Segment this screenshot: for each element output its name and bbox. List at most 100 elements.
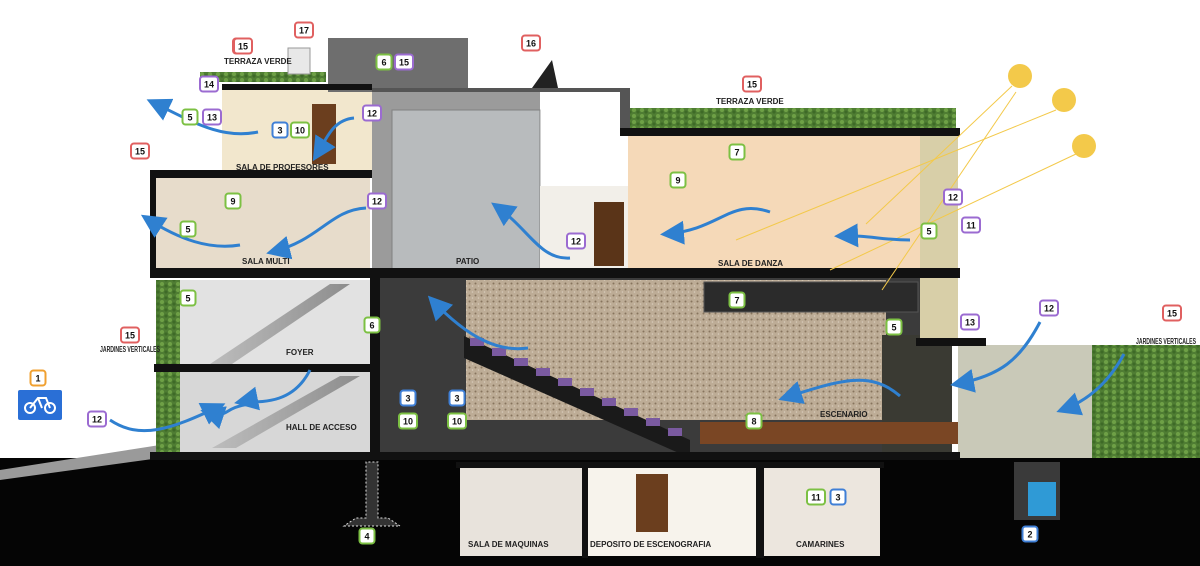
label-sala-profesores: SALA DE PROFESORES	[236, 163, 329, 172]
label-escenario: ESCENARIO	[820, 410, 868, 419]
number-tag-label: 14	[204, 80, 214, 90]
number-tag-label: 12	[92, 415, 102, 425]
number-tag: 12	[367, 192, 387, 210]
number-tag-label: 12	[948, 193, 958, 203]
number-tag: 6	[375, 53, 393, 71]
number-tag-box	[362, 104, 382, 122]
number-tag: 5	[885, 318, 903, 336]
number-tag-label: 12	[1044, 304, 1054, 314]
number-tag: 10	[398, 412, 418, 430]
number-tag: 5	[181, 108, 199, 126]
number-tag-label: 11	[966, 221, 976, 231]
airflow-arrows	[109, 98, 1126, 433]
number-tag: 3	[271, 121, 289, 139]
number-tag: 12	[566, 232, 586, 250]
number-tag-box	[728, 143, 746, 161]
number-tag: 15	[233, 37, 253, 55]
number-tag-box	[202, 108, 222, 126]
number-tag-box	[1039, 299, 1059, 317]
number-tag: 17	[294, 21, 314, 39]
label-terraza-verde-left: TERRAZA VERDE	[224, 57, 292, 66]
number-tag-box	[960, 313, 980, 331]
number-tag-box	[358, 527, 376, 545]
label-hall-acceso: HALL DE ACCESO	[286, 423, 357, 432]
foundation-pile	[342, 461, 402, 527]
number-tag-label: 12	[571, 237, 581, 247]
number-tag-label: 15	[399, 58, 409, 68]
number-tag-label: 16	[526, 39, 536, 49]
number-tag-box	[399, 389, 417, 407]
number-tag: 4	[358, 527, 376, 545]
number-tag: 12	[362, 104, 382, 122]
label-patio: PATIO	[456, 257, 479, 266]
label-jardines-right: JARDINES VERTICALES	[1136, 337, 1196, 346]
deposito-door	[636, 474, 668, 532]
number-tag-box	[742, 75, 762, 93]
sidewalk-ramp	[0, 445, 160, 480]
number-tag-box	[829, 488, 847, 506]
number-tag-box	[224, 192, 242, 210]
number-tag-box	[290, 121, 310, 139]
floor-slabs	[150, 84, 986, 558]
number-tag: 12	[943, 188, 963, 206]
number-tag: 3	[829, 488, 847, 506]
number-tag-box	[1162, 304, 1182, 322]
number-tag: 1	[29, 369, 47, 387]
number-tag-label: 6	[381, 58, 386, 68]
number-tag-label: 5	[185, 225, 190, 235]
number-tag-box	[363, 316, 381, 334]
number-tag-box	[87, 410, 107, 428]
number-tag-box	[394, 53, 414, 71]
hall-stair	[212, 376, 360, 448]
number-tag-box	[920, 222, 938, 240]
number-tag-label: 13	[207, 113, 217, 123]
number-tag-label: 5	[926, 227, 931, 237]
number-tag-label: 4	[364, 532, 369, 542]
number-tag: 15	[394, 53, 414, 71]
number-tag: 15	[130, 142, 150, 160]
number-tag: 14	[199, 75, 219, 93]
number-tag-box	[806, 488, 826, 506]
number-tag: 8	[745, 412, 763, 430]
number-tag: 7	[728, 291, 746, 309]
camarines-room	[764, 468, 880, 556]
number-tag-label: 10	[295, 126, 305, 136]
number-tag: 5	[920, 222, 938, 240]
number-tag-box	[181, 108, 199, 126]
number-tag-box	[233, 37, 253, 55]
number-tag: 16	[521, 34, 541, 52]
label-jardines-left: JARDINES VERTICALES	[100, 345, 160, 354]
number-tag: 5	[179, 289, 197, 307]
bicycle-icon	[24, 397, 56, 414]
seating-slope	[464, 336, 690, 458]
number-tag-box	[448, 389, 466, 407]
water-tank	[287, 47, 311, 75]
number-tag: 10	[447, 412, 467, 430]
number-tag-box	[199, 75, 219, 93]
number-tag-label: 6	[369, 321, 374, 331]
number-tag-box	[271, 121, 289, 139]
number-tag-box	[130, 142, 150, 160]
label-camarines: CAMARINES	[796, 540, 845, 549]
label-sala-multi: SALA MULTI	[242, 257, 290, 266]
label-deposito: DEPOSITO DE ESCENOGRAFIA	[590, 540, 711, 549]
number-tag-box	[179, 289, 197, 307]
label-terraza-verde-right: TERRAZA VERDE	[716, 97, 784, 106]
number-tag: 9	[224, 192, 242, 210]
number-tag: 15	[120, 326, 140, 344]
deposito-room	[588, 468, 756, 556]
number-tag: 9	[669, 171, 687, 189]
solar-panel	[532, 60, 558, 88]
number-tag: 12	[87, 410, 107, 428]
number-tag-box	[447, 412, 467, 430]
number-tag: 5	[179, 220, 197, 238]
rainwater-water	[1028, 482, 1056, 516]
number-tag: 15	[742, 75, 762, 93]
number-tag: 2	[1021, 525, 1039, 543]
number-tag-label: 15	[1167, 309, 1177, 319]
number-tag-label: 17	[299, 26, 309, 36]
number-tag: 11	[806, 488, 826, 506]
number-tag-label: 3	[835, 493, 840, 503]
number-tag-label: 15	[238, 42, 248, 52]
